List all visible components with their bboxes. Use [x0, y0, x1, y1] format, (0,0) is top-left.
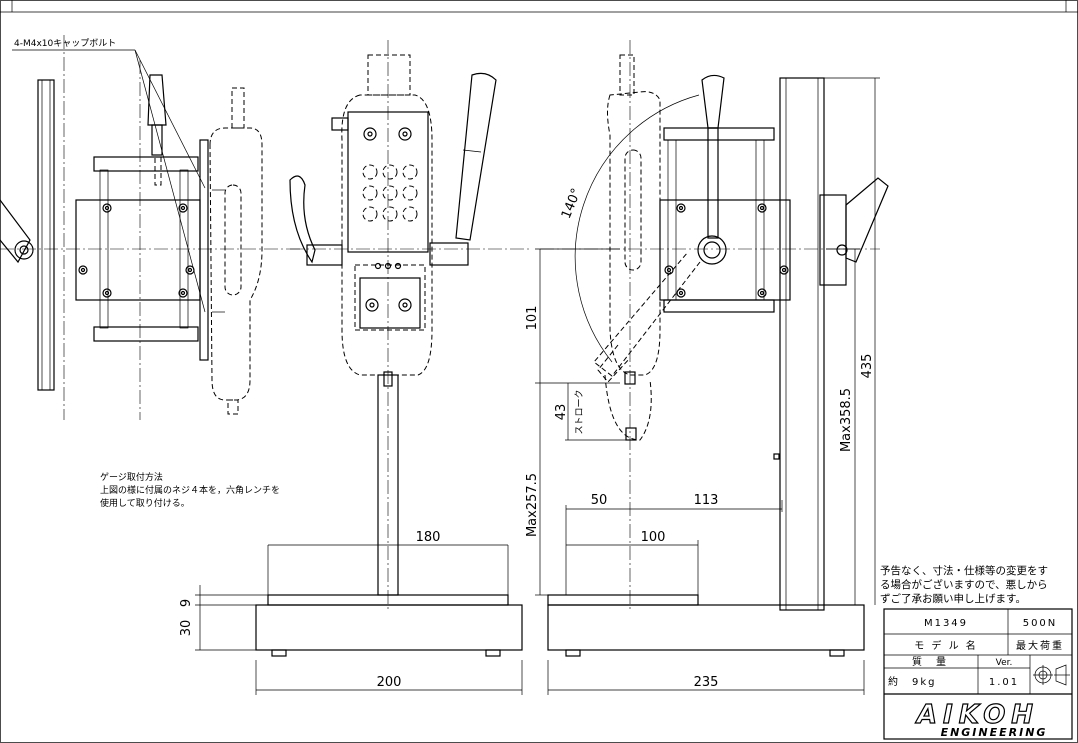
model-code: M1349: [924, 618, 968, 629]
gauge-mount-title: ゲージ取付方法: [100, 471, 163, 483]
dim-max-358-5: Max358.5: [839, 388, 854, 452]
front-dimensions: 180 200 9 30: [179, 530, 523, 695]
dim-200: 200: [377, 675, 402, 690]
notice-line2: る場合がございますので、悪しから: [880, 578, 1048, 591]
front-view: [255, 40, 530, 657]
mass-value: 約 9kg: [888, 675, 937, 688]
notice-line1: 予告なく、寸法・仕様等の変更をす: [880, 564, 1048, 577]
dim-180: 180: [416, 530, 441, 545]
dim-max-257-5: Max257.5: [525, 473, 540, 537]
dim-43: 43: [554, 404, 569, 421]
dim-9: 9: [179, 599, 194, 607]
notice-line3: ずご了承お願い申し上げます。: [880, 592, 1026, 605]
dim-100: 100: [641, 530, 666, 545]
ver-value: 1.01: [989, 677, 1019, 688]
side-view: 140°: [540, 40, 889, 657]
gauge-mount-line1: 上図の様に付属のネジ４本を，六角レンチを: [100, 484, 280, 496]
aikoh-logo: AIKOH ENGINEERING: [914, 699, 1048, 739]
dim-stroke: ストローク: [574, 389, 585, 434]
dim-113: 113: [694, 493, 719, 508]
side-dimensions: 101 43 ストローク Max257.5 Max358.5 435 50 11…: [525, 77, 880, 695]
left-mount-view: 4-M4x10キャップボルト: [0, 35, 300, 420]
logo-brand: AIKOH: [915, 700, 1039, 730]
dim-angle-140: 140°: [559, 186, 585, 221]
max-load-label: 最大荷重: [1016, 639, 1064, 652]
cap-bolt-callout: 4-M4x10キャップボルト: [14, 38, 116, 49]
logo-sub: ENGINEERING: [941, 726, 1048, 739]
mass-label: 質 量: [912, 655, 948, 668]
ver-label: Ver.: [996, 658, 1013, 668]
max-load-value: 500N: [1023, 618, 1058, 629]
projection-symbol-icon: [1033, 664, 1070, 686]
model-label: モ デ ル 名: [914, 639, 978, 652]
title-block: M1349 500N モ デ ル 名 最大荷重 質 量 Ver. 約 9kg 1…: [883, 608, 1073, 740]
dim-50: 50: [591, 493, 608, 508]
dim-435: 435: [860, 354, 875, 379]
dim-101: 101: [525, 306, 540, 331]
dim-30: 30: [179, 620, 194, 637]
gauge-mount-line2: 使用して取り付ける。: [100, 497, 190, 509]
dim-235: 235: [694, 675, 719, 690]
